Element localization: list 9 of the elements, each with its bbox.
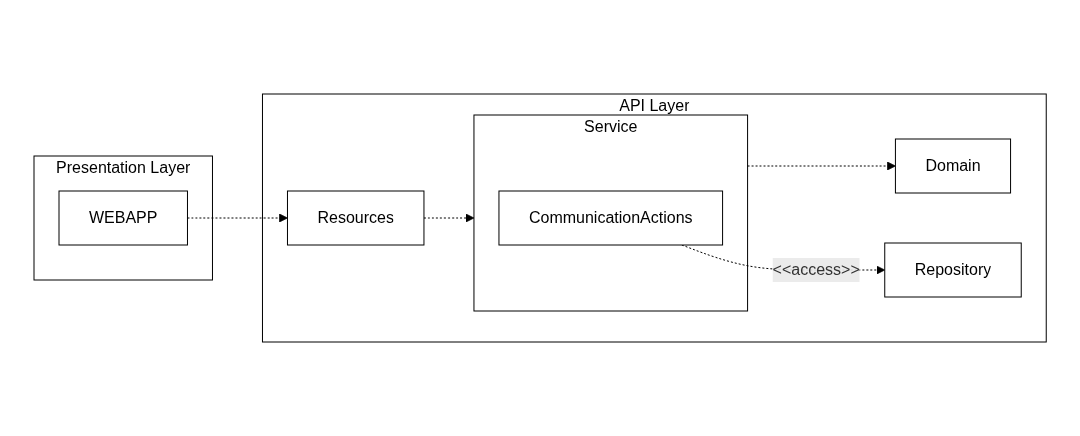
node-box: CommunicationActions — [498, 190, 723, 246]
node-box: Domain — [894, 138, 1011, 194]
arrow — [423, 213, 475, 223]
node-box: Repository — [884, 242, 1022, 298]
edge-label: <<access>> — [772, 261, 860, 278]
arrow — [186, 213, 288, 223]
arrow — [746, 161, 896, 171]
node-box: Resources — [286, 190, 425, 246]
node-box: WEBAPP — [58, 190, 188, 246]
